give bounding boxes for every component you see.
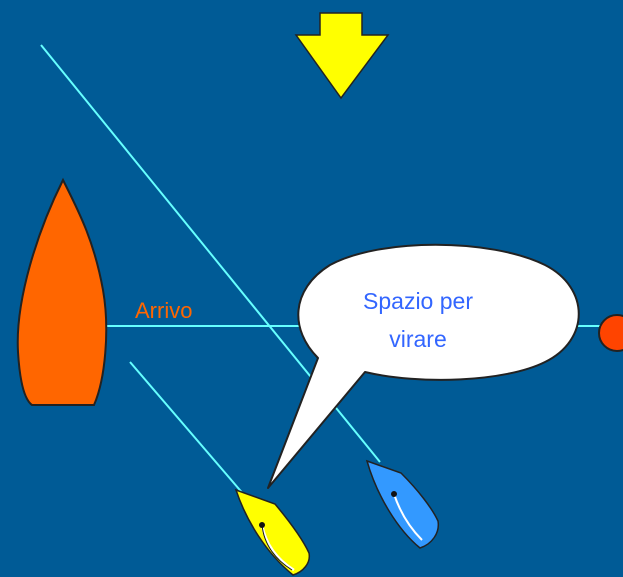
finish-mark-icon bbox=[598, 314, 623, 352]
callout-text-line2: virare bbox=[389, 326, 447, 352]
wind-arrow-icon bbox=[294, 12, 390, 100]
committee-boat-icon bbox=[16, 177, 108, 406]
blue-boat-icon bbox=[365, 459, 440, 549]
yellow-boat-icon bbox=[234, 488, 311, 576]
layline-lower bbox=[129, 361, 246, 497]
callout-text-line1: Spazio per bbox=[363, 288, 473, 314]
finish-label: Arrivo bbox=[135, 298, 192, 323]
speech-callout bbox=[267, 243, 580, 489]
